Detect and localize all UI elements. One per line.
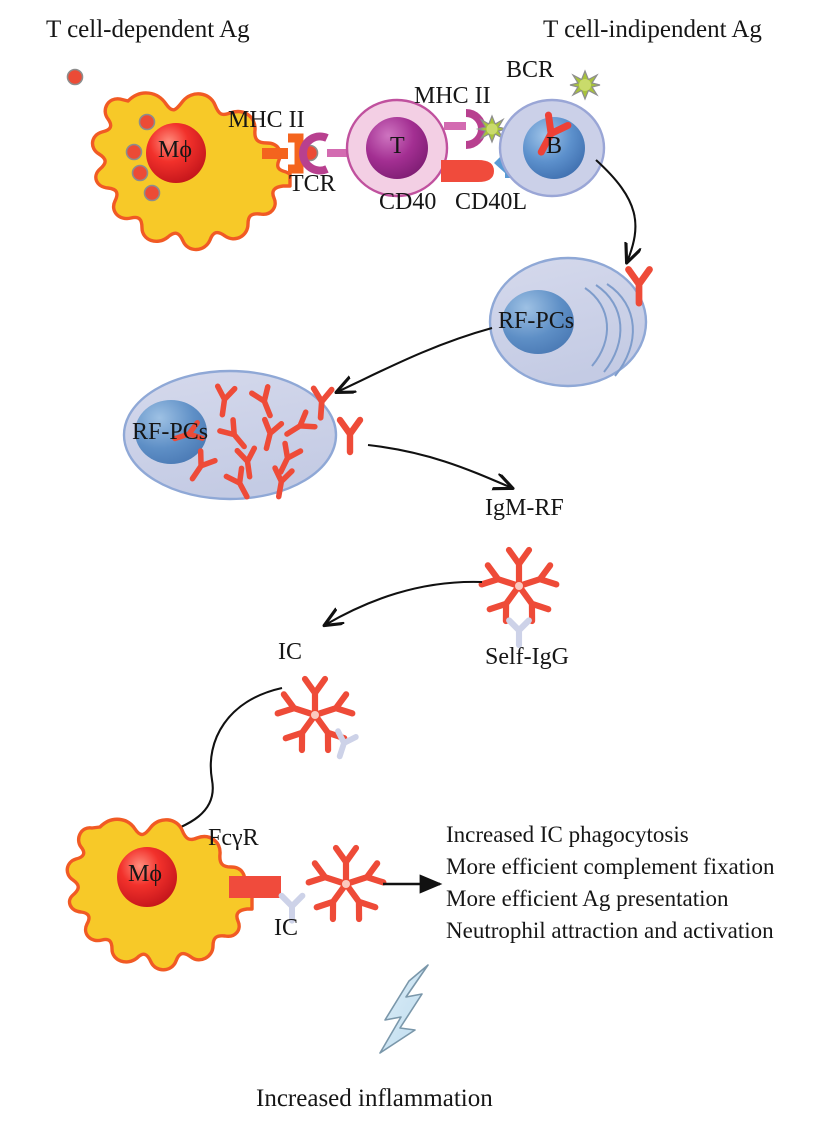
granule-dot bbox=[138, 113, 156, 131]
self-igg-bound bbox=[278, 892, 306, 924]
granule-dot bbox=[131, 164, 149, 182]
arrow-igm-to-ic bbox=[325, 580, 483, 625]
b-cell-nucleus bbox=[523, 117, 585, 179]
t-cell-nucleus bbox=[366, 117, 428, 179]
arrow-to-igm-rf bbox=[367, 443, 512, 488]
igm-pentamer-upper bbox=[478, 546, 560, 625]
label-macrophage-top: Mϕ bbox=[158, 137, 192, 163]
free-antigen-dot bbox=[66, 68, 84, 86]
self-igg-middle bbox=[335, 728, 359, 760]
label-t-cell: T bbox=[390, 133, 405, 159]
title-t-cell-independent: T cell-indipendent Ag bbox=[543, 16, 762, 43]
rfpc-lower-nucleus bbox=[135, 400, 207, 464]
label-mhc2-left: MHC II bbox=[228, 107, 305, 133]
label-cd40l: CD40L bbox=[455, 189, 527, 215]
self-igg-upper bbox=[506, 617, 532, 649]
er-arc bbox=[595, 284, 622, 373]
immune-complex-middle bbox=[274, 675, 356, 754]
macrophage-bottom-nucleus bbox=[117, 847, 177, 907]
granule-dot bbox=[125, 143, 143, 161]
label-increased-inflammation: Increased inflammation bbox=[256, 1085, 493, 1112]
label-rfpc-upper: RF-PCs bbox=[498, 308, 575, 334]
outcome-line-3: More efficient Ag presentation bbox=[446, 886, 729, 911]
label-bcr: BCR bbox=[506, 57, 555, 83]
er-arc bbox=[606, 283, 634, 377]
label-ic-lower: IC bbox=[274, 915, 298, 941]
cd40-receptor bbox=[441, 160, 494, 182]
label-cd40: CD40 bbox=[379, 189, 437, 215]
macrophage-top-nucleus bbox=[146, 123, 206, 183]
outcome-line-4: Neutrophil attraction and activation bbox=[446, 918, 774, 943]
outcome-line-2: More efficient complement fixation bbox=[446, 854, 775, 879]
tcr-receptor bbox=[299, 132, 353, 175]
label-tcr: TCR bbox=[289, 171, 336, 197]
label-rfpc-lower: RF-PCs bbox=[132, 419, 209, 445]
fcgr-receptor bbox=[229, 876, 281, 898]
title-t-cell-dependent: T cell-dependent Ag bbox=[46, 16, 250, 43]
label-macrophage-bottom: Mϕ bbox=[128, 861, 162, 887]
arrow-rfpc-to-rfpc bbox=[337, 326, 493, 392]
mhc2-left-receptor bbox=[262, 133, 304, 174]
label-self-igg: Self-IgG bbox=[485, 644, 569, 670]
label-fcgr: FcγR bbox=[208, 825, 259, 851]
lightning-bolt-icon bbox=[379, 964, 429, 1054]
label-igm-rf: IgM-RF bbox=[485, 495, 564, 521]
green-antigen-star bbox=[475, 114, 509, 144]
label-b-cell: B bbox=[546, 133, 563, 159]
er-arc bbox=[584, 287, 609, 367]
label-mhc2-right: MHC II bbox=[414, 83, 491, 109]
bcr-bound-antigen-star bbox=[569, 69, 601, 101]
secreted-igm-rf-antibody bbox=[340, 420, 360, 452]
arrow-ic-to-macrophage bbox=[152, 686, 283, 838]
arrow-bcell-to-rfpc bbox=[595, 159, 635, 262]
label-ic-upper: IC bbox=[278, 639, 302, 665]
bcr-receptor bbox=[537, 111, 572, 156]
outcome-line-1: Increased IC phagocytosis bbox=[446, 822, 689, 847]
rfpc-upper-nucleus bbox=[502, 290, 574, 354]
immune-complex-bottom bbox=[305, 844, 387, 923]
granule-dot bbox=[143, 184, 161, 202]
